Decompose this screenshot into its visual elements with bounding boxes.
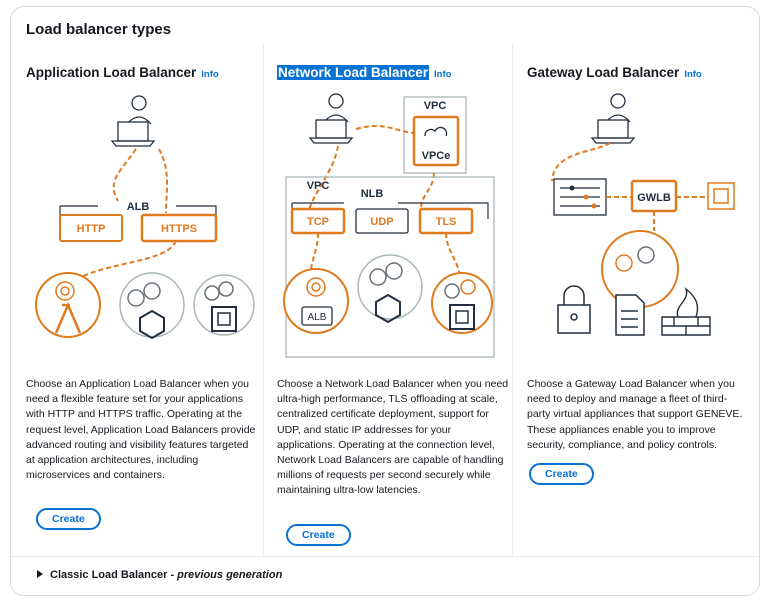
gwlb-info-link[interactable]: Info <box>684 69 702 80</box>
nlb-label: NLB <box>361 188 384 200</box>
caret-right-icon <box>37 570 43 578</box>
nlb-card[interactable]: Network Load Balancer Info VPC VPCe VPC N… <box>263 43 513 556</box>
alb-target-icon: ALB <box>283 268 349 334</box>
alb-create-button[interactable]: Create <box>36 508 101 530</box>
load-balancer-types-panel: Load balancer types Application Load Bal… <box>10 6 760 596</box>
udp-label: UDP <box>370 216 393 228</box>
firewall-icon <box>661 286 711 336</box>
tcp-label: TCP <box>307 216 329 228</box>
previous-generation-label: previous generation <box>177 569 283 581</box>
gwlb-diagram: GWLB <box>551 93 735 336</box>
alb-card[interactable]: Application Load Balancer Info ALB HTTP H… <box>26 43 262 556</box>
http-label: HTTP <box>77 223 106 235</box>
appliance-chip-icon <box>707 182 735 210</box>
tls-label: TLS <box>436 216 457 228</box>
nlb-diagram: VPC VPCe VPC NLB TCP UDP TLS <box>283 93 495 358</box>
instance-target-icon <box>193 274 255 336</box>
alb-diagram: ALB HTTP HTTPS <box>35 95 255 340</box>
nlb-alb-label: ALB <box>308 312 327 323</box>
https-label: HTTPS <box>161 223 197 235</box>
vpc-top-label: VPC <box>424 100 447 112</box>
nlb-info-link[interactable]: Info <box>434 69 452 80</box>
vpc-label: VPC <box>307 180 330 192</box>
gwlb-card-header: Gateway Load Balancer Info <box>527 65 702 80</box>
security-appliances-icon <box>601 230 679 308</box>
footer-divider <box>11 556 759 557</box>
instance-target-icon <box>431 272 493 334</box>
lambda-target-icon <box>35 272 101 338</box>
nlb-card-header: Network Load Balancer Info <box>277 65 451 80</box>
user-laptop-icon <box>590 93 636 144</box>
nlb-card-title: Network Load Balancer <box>277 65 430 80</box>
user-laptop-icon <box>110 95 156 147</box>
checklist-icon <box>615 294 645 336</box>
gwlb-create-button[interactable]: Create <box>529 463 594 485</box>
alb-description: Choose an Application Load Balancer when… <box>26 378 256 482</box>
vpce-label: VPCe <box>422 150 451 162</box>
nlb-description: Choose a Network Load Balancer when you … <box>277 378 509 497</box>
classic-lb-label: Classic Load Balancer <box>50 569 168 581</box>
classic-lb-expander[interactable]: Classic Load Balancer - previous generat… <box>37 569 282 581</box>
user-laptop-icon <box>308 93 354 144</box>
container-target-icon <box>357 254 423 324</box>
footer-dash: - <box>167 569 178 581</box>
alb-label: ALB <box>127 201 150 213</box>
gwlb-card-title: Gateway Load Balancer <box>527 65 680 80</box>
gwlb-description: Choose a Gateway Load Balancer when you … <box>527 378 743 451</box>
nlb-create-button[interactable]: Create <box>286 524 351 546</box>
alb-card-header: Application Load Balancer Info <box>26 65 219 80</box>
container-target-icon <box>119 272 185 340</box>
firewall-settings-icon <box>553 178 607 216</box>
alb-card-title: Application Load Balancer <box>26 65 197 80</box>
alb-info-link[interactable]: Info <box>201 69 219 80</box>
lock-icon <box>557 285 591 334</box>
gwlb-card[interactable]: Gateway Load Balancer Info GWLB <box>514 43 754 556</box>
section-title: Load balancer types <box>26 21 172 38</box>
gwlb-label: GWLB <box>637 192 671 204</box>
